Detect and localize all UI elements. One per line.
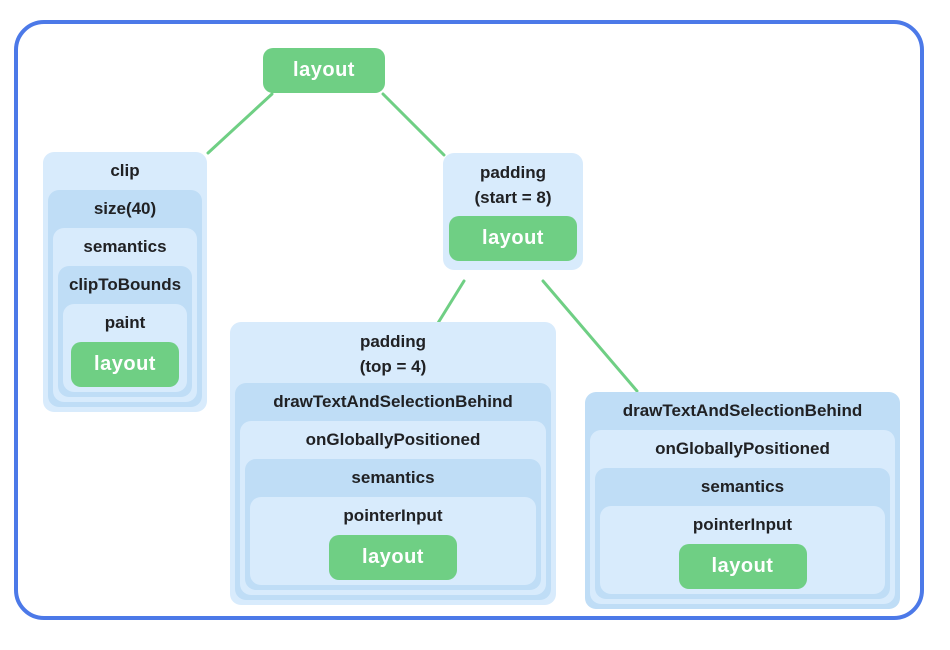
node-padding-start-label-line1: padding (479, 163, 547, 182)
node-drawtext-semantics: semantics pointerInput layout (595, 468, 890, 599)
node-padding-top-label-line1: padding (359, 332, 427, 351)
edge-layout-to-clip (206, 92, 274, 155)
node-padding-top-semantics: semantics pointerInput layout (245, 459, 541, 590)
node-clip-layout-leaf: layout (71, 342, 179, 387)
node-padding-top-drawtext: drawTextAndSelectionBehind onGloballyPos… (235, 383, 551, 600)
node-clip: clip size(40) semantics clipToBounds pai… (43, 152, 207, 412)
node-padding-start: padding (start = 8) layout (443, 153, 583, 270)
node-padding-top-label-line2: (top = 4) (359, 357, 427, 376)
node-padding-top-pointerinput-label: pointerInput (343, 506, 443, 525)
node-size40-label: size(40) (93, 199, 157, 218)
node-clip-label: clip (110, 161, 140, 180)
node-root-layout: layout (263, 48, 385, 93)
node-paint: paint layout (63, 304, 187, 392)
node-clip-semantics-label: semantics (83, 237, 167, 256)
edge-padding-start-to-padding-top (436, 279, 466, 325)
node-padding-top-ongloballypositioned-label: onGloballyPositioned (305, 430, 481, 449)
node-drawtext-pointerinput: pointerInput layout (600, 506, 885, 594)
node-padding-top-pointerinput: pointerInput layout (250, 497, 536, 585)
node-drawtext-layout-leaf: layout (678, 544, 807, 589)
node-clip-semantics: semantics clipToBounds paint layout (53, 228, 197, 402)
node-drawtext: drawTextAndSelectionBehind onGloballyPos… (585, 392, 900, 609)
edge-layout-to-padding-start (381, 92, 446, 157)
node-paint-label: paint (104, 313, 146, 332)
diagram-frame (14, 20, 924, 620)
node-drawtext-semantics-label: semantics (700, 477, 785, 496)
node-padding-top: padding (top = 4) drawTextAndSelectionBe… (230, 322, 556, 605)
node-padding-start-label: padding (start = 8) (449, 153, 577, 214)
node-padding-top-drawtext-label: drawTextAndSelectionBehind (273, 392, 513, 411)
node-padding-start-label-line2: (start = 8) (474, 188, 552, 207)
node-padding-top-ongloballypositioned: onGloballyPositioned semantics pointerIn… (240, 421, 546, 595)
node-padding-top-semantics-label: semantics (351, 468, 435, 487)
edge-padding-start-to-draw-text (541, 279, 639, 393)
node-padding-top-label: padding (top = 4) (235, 322, 551, 383)
node-drawtext-pointerinput-label: pointerInput (692, 515, 793, 534)
node-size40: size(40) semantics clipToBounds paint la… (48, 190, 202, 407)
node-cliptobounds-label: clipToBounds (68, 275, 182, 294)
node-drawtext-ongloballypositioned-label: onGloballyPositioned (655, 439, 830, 458)
node-cliptobounds: clipToBounds paint layout (58, 266, 192, 397)
node-drawtext-ongloballypositioned: onGloballyPositioned semantics pointerIn… (590, 430, 895, 604)
node-padding-start-layout-leaf: layout (449, 216, 577, 261)
node-drawtext-label: drawTextAndSelectionBehind (622, 401, 863, 420)
node-padding-top-layout-leaf: layout (329, 535, 457, 580)
